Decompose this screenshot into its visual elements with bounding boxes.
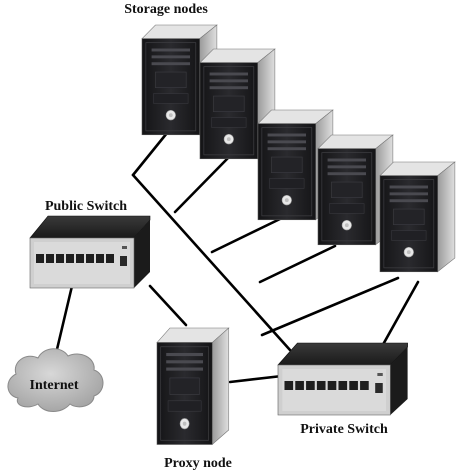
private-switch-icon — [277, 342, 409, 416]
internet-label: Internet — [30, 378, 79, 393]
cable-storage-1 — [131, 131, 169, 177]
cables — [52, 131, 420, 384]
proxy-node-label: Proxy node — [164, 456, 232, 471]
storage-nodes-label: Storage nodes — [124, 2, 208, 17]
public-switch-icon — [29, 215, 151, 289]
internet-cloud-icon — [7, 348, 104, 412]
storage-nodes — [141, 24, 456, 273]
public-switch-label: Public Switch — [45, 199, 127, 214]
cable-proxy-private-switch — [228, 374, 284, 384]
cable-public-switch-proxy — [148, 284, 188, 327]
cable-storage-4 — [258, 244, 337, 284]
cable-storage-backbone — [131, 173, 292, 352]
private-switch-label: Private Switch — [300, 422, 388, 437]
storage-node-5-icon — [379, 161, 456, 273]
cable-storage-3 — [210, 216, 284, 254]
proxy-node-icon — [156, 327, 230, 445]
cable-storage-5 — [260, 276, 400, 337]
cable-storage-2 — [173, 156, 230, 214]
cable-storage-private-switch — [378, 280, 420, 352]
